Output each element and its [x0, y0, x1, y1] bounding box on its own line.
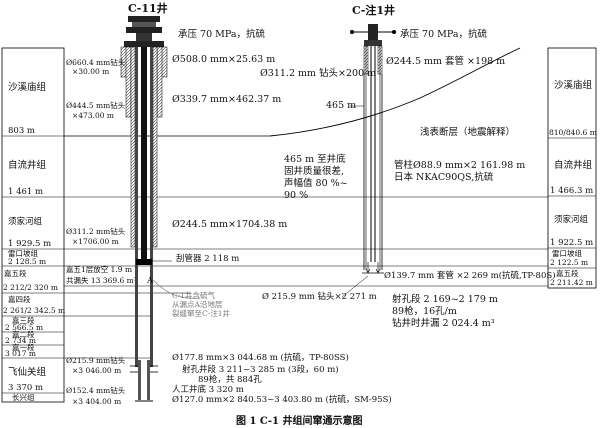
strata-right-2-name: 须家河组: [554, 214, 589, 225]
left-bit-2-depth: ×1706.00 m: [72, 237, 119, 246]
left-casing-4: Ø127.0 mm×2 840.53~3 403.80 m (抗硫，SM-95S…: [172, 394, 392, 405]
strata-left-2-depth: 1 929.5 m: [8, 239, 51, 249]
fault-curve: [269, 47, 521, 137]
strata-left-4-name: 嘉五段: [4, 268, 27, 278]
left-bit-4-size: Ø152.4 mm钻头: [66, 385, 126, 395]
strata-right-0-name: 沙溪庙组: [554, 79, 593, 91]
right-well: [350, 24, 396, 274]
right-cement-note-2: 声幅值 80 %~: [284, 177, 348, 189]
strata-left-0-depth: 803 m: [8, 126, 35, 136]
stratum-boundaries: [64, 135, 548, 359]
right-bit-215: Ø 215.9 mm 钻头×2 271 m: [262, 291, 377, 302]
left-well: [120, 16, 168, 402]
strata-left-9-name: 飞仙关组: [8, 366, 47, 378]
strata-left-note-0: 嘉五1层放空 1.9 m: [66, 264, 132, 274]
left-bit-1-depth: ×473.00 m: [72, 111, 114, 120]
leak-point-a: A: [146, 276, 154, 286]
fault-label: 浅表断层（地震解释）: [420, 126, 515, 138]
strata-right-4-name: 嘉五段: [556, 268, 579, 278]
right-tubing-0: 管柱Ø88.9 mm×2 161.98 m: [394, 159, 525, 171]
strata-left-6-depth: 2 566.5 m: [5, 323, 43, 332]
strata-left-8-name: 嘉一段: [12, 342, 35, 352]
right-surface-casing: Ø244.5 mm 套管 ×198 m: [386, 55, 505, 67]
strata-left-6-name: 嘉三段: [12, 315, 35, 325]
left-well-name: C-11井: [128, 1, 168, 15]
right-depth-465: 465 m: [326, 100, 356, 111]
right-cement-note-3: 90 %: [284, 190, 308, 201]
left-casing-2: Ø244.5 mm×1704.38 m: [172, 219, 287, 230]
left-bit-4-depth: ×3 404.00 m: [72, 397, 121, 406]
right-casing-139: Ø139.7 mm 套管 ×2 269 m(抗硫,TP-80S): [384, 270, 556, 281]
right-tubing-1: 日本 NKAC90QS,抗硫: [394, 171, 494, 183]
left-scraper-label: 刮管器 2 118 m: [176, 253, 239, 264]
left-bit-3-depth: ×3 046.00 m: [72, 366, 121, 375]
right-well-name: C-注1井: [352, 3, 395, 17]
strata-left-7-depth: 2 734 m: [5, 336, 36, 345]
left-bit-0-size: Ø660.4 mm钻头: [66, 57, 126, 67]
strata-right-4-depth: 2 211.42 m: [550, 278, 593, 287]
left-casing-3: Ø177.8 mm×3 044.68 m (抗硫，TP-80SS): [172, 352, 349, 363]
left-leak-note: C-1井含硫气 从漏点A沿地层 裂缝窜至C-注1井: [172, 290, 231, 318]
strata-left-7-name: 嘉二段: [12, 329, 35, 339]
right-strata-column: 沙溪庙组 810/840.6 m 自流井组 1 466.3 m 须家河组 1 9…: [547, 47, 597, 289]
strata-left-0-name: 沙溪庙组: [8, 81, 47, 93]
strata-right-1-depth: 1 466.3 m: [550, 186, 593, 196]
left-bit-3-size: Ø215.9 mm钻头: [66, 355, 126, 365]
strata-left-note-1: 共漏失 13 369.6 m³: [66, 275, 137, 285]
strata-left-1-name: 自流井组: [8, 159, 47, 171]
strata-left-5-name: 嘉四段: [8, 294, 31, 304]
strata-left-3-depth: 2 128.5 m: [8, 257, 46, 266]
left-well-pressure: 承压 70 MPa，抗硫: [178, 28, 265, 40]
strata-left-8-depth: 3 017 m: [5, 349, 36, 358]
right-cement-note-0: 465 m 至井底: [284, 153, 346, 165]
left-bit-0-depth: ×30.00 m: [72, 67, 109, 76]
right-perforation-1: 89枪，16孔/m: [392, 305, 457, 317]
strata-left-9-depth: 3 370 m: [8, 383, 43, 393]
strata-right-2-depth: 1 922.5 m: [550, 238, 593, 248]
strata-right-3-depth: 2 122.5 m: [550, 258, 588, 267]
left-bit-2-size: Ø311.2 mm钻头: [66, 226, 126, 236]
strata-right-3-name: 雷口坡组: [552, 248, 582, 258]
strata-left-1-depth: 1 461 m: [8, 187, 43, 197]
strata-right-1-name: 自流井组: [554, 159, 593, 171]
left-casing-1: Ø339.7 mm×462.37 m: [172, 94, 281, 105]
right-well-pressure: 承压 70 MPa，抗硫: [400, 28, 487, 40]
strata-right-0-depth: 810/840.6 m: [549, 128, 597, 137]
right-leak-drilling: 钻井时井漏 2 024.4 m³: [392, 317, 495, 329]
strata-left-5-depth: 2 261/2 342.5 m: [3, 306, 65, 315]
left-perforation-0: 射孔井段 3 211~3 285 m (3段，60 m): [182, 364, 339, 375]
left-perforation-1: 89枪，共 884孔: [198, 374, 262, 385]
strata-left-4-depth: 2 212/2 320 m: [3, 283, 58, 292]
left-bit-1-size: Ø444.5 mm钻头: [66, 100, 126, 110]
figure-caption: 图 1 C-1 井组间窜通示意图: [236, 414, 362, 427]
left-artificial-bottom: 人工井底 3 320 m: [172, 384, 244, 395]
leak-path: [152, 279, 201, 299]
left-strata-column: 沙溪庙组 803 m 自流井组 1 461 m 须家河组 1 929.5 m 雷…: [1, 47, 65, 403]
left-casing-0: Ø508.0 mm×25.63 m: [172, 54, 275, 65]
right-cement-note-1: 固井质量很差,: [284, 165, 344, 177]
right-perforation-0: 射孔段 2 169~2 179 m: [392, 293, 498, 305]
right-bit-311: Ø311.2 mm 钻头×200 m: [260, 67, 376, 79]
strata-left-10-name: 长兴组: [12, 392, 35, 402]
strata-left-2-name: 须家河组: [8, 216, 43, 227]
strata-left-3-name: 雷口坡组: [8, 248, 38, 258]
